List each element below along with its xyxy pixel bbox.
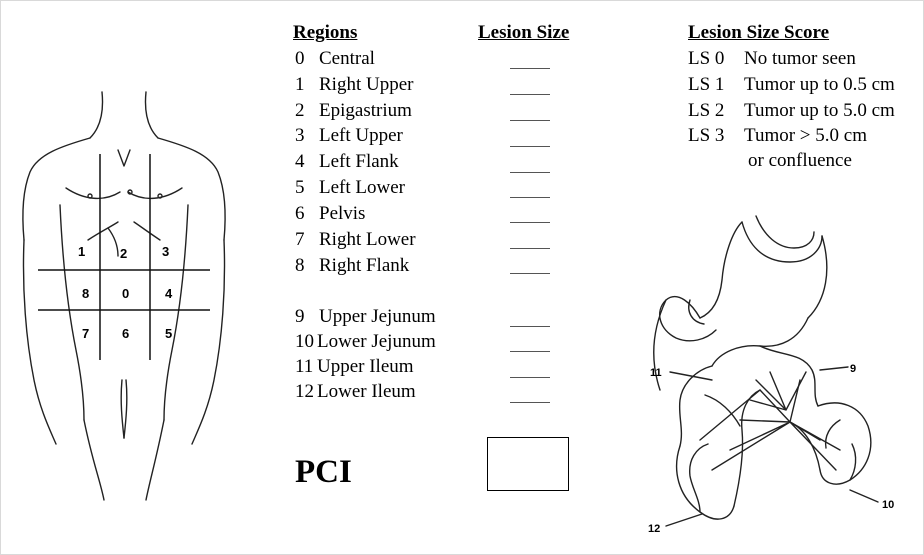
intestine-label-9: 9: [850, 363, 856, 375]
region-name: Left Upper: [319, 125, 403, 146]
region-number: 7: [295, 228, 319, 252]
region-number: 6: [295, 202, 319, 226]
torso-label-2: 2: [120, 246, 127, 261]
intestine-label-10: 10: [882, 499, 894, 511]
torso-label-1: 1: [78, 244, 85, 259]
small-intestine-diagram: 11 9 12 10: [620, 205, 924, 555]
region-number: 1: [295, 73, 319, 97]
score-code: LS 3: [688, 124, 744, 148]
header-lesion-size-score: Lesion Size Score: [688, 22, 829, 44]
torso-label-3: 3: [162, 244, 169, 259]
lesion-size-blank-11[interactable]: [510, 377, 550, 378]
score-code: LS 0: [688, 47, 744, 71]
region-number: 2: [295, 99, 319, 123]
lesion-size-blank-4[interactable]: [510, 172, 550, 173]
region-number: 4: [295, 150, 319, 174]
lesion-size-blank-2[interactable]: [510, 120, 550, 121]
region-number: 9: [295, 305, 319, 329]
lesion-size-blank-5[interactable]: [510, 197, 550, 198]
lesion-size-blank-3[interactable]: [510, 146, 550, 147]
region-name: Left Flank: [319, 151, 399, 172]
region-number: 12: [295, 380, 317, 404]
lesion-size-blank-12[interactable]: [510, 402, 550, 403]
region-name: Upper Jejunum: [319, 306, 436, 327]
region-name: Pelvis: [319, 203, 365, 224]
region-number: 3: [295, 124, 319, 148]
torso-label-0: 0: [122, 286, 129, 301]
lesion-size-blank-9[interactable]: [510, 326, 550, 327]
region-number: 8: [295, 254, 319, 278]
score-text: No tumor seen: [744, 48, 856, 69]
lesion-size-blank-6[interactable]: [510, 222, 550, 223]
torso-label-6: 6: [122, 326, 129, 341]
score-continuation: or confluence: [748, 149, 852, 173]
lesion-size-blank-0[interactable]: [510, 68, 550, 69]
score-code: LS 2: [688, 99, 744, 123]
region-name: Right Lower: [319, 229, 416, 250]
header-lesion-size: Lesion Size: [478, 22, 569, 44]
torso-label-4: 4: [165, 286, 173, 301]
header-regions: Regions: [293, 22, 357, 44]
region-name: Left Lower: [319, 177, 405, 198]
region-name: Right Upper: [319, 74, 413, 95]
region-number: 0: [295, 47, 319, 71]
region-number: 11: [295, 355, 317, 379]
score-text: Tumor > 5.0 cm: [744, 125, 867, 146]
pci-label: PCI: [295, 454, 352, 491]
lesion-size-blank-10[interactable]: [510, 351, 550, 352]
intestine-label-12: 12: [648, 523, 660, 535]
lesion-size-blank-7[interactable]: [510, 248, 550, 249]
region-name: Lower Ileum: [317, 381, 416, 402]
region-name: Right Flank: [319, 255, 409, 276]
lesion-size-blank-8[interactable]: [510, 273, 550, 274]
region-name: Epigastrium: [319, 100, 412, 121]
region-name: Central: [319, 48, 375, 69]
torso-label-7: 7: [82, 326, 89, 341]
intestine-label-11: 11: [650, 367, 662, 379]
torso-label-5: 5: [165, 326, 172, 341]
region-name: Lower Jejunum: [317, 331, 436, 352]
pci-total-box[interactable]: [487, 437, 569, 491]
score-code: LS 1: [688, 73, 744, 97]
score-text: Tumor up to 0.5 cm: [744, 74, 895, 95]
region-number: 10: [295, 330, 317, 354]
lesion-size-blank-1[interactable]: [510, 94, 550, 95]
region-number: 5: [295, 176, 319, 200]
score-text: Tumor up to 5.0 cm: [744, 100, 895, 121]
region-name: Upper Ileum: [317, 356, 414, 377]
torso-diagram: 1 2 3 8 0 4 7 6 5: [0, 0, 270, 555]
torso-label-8: 8: [82, 286, 89, 301]
